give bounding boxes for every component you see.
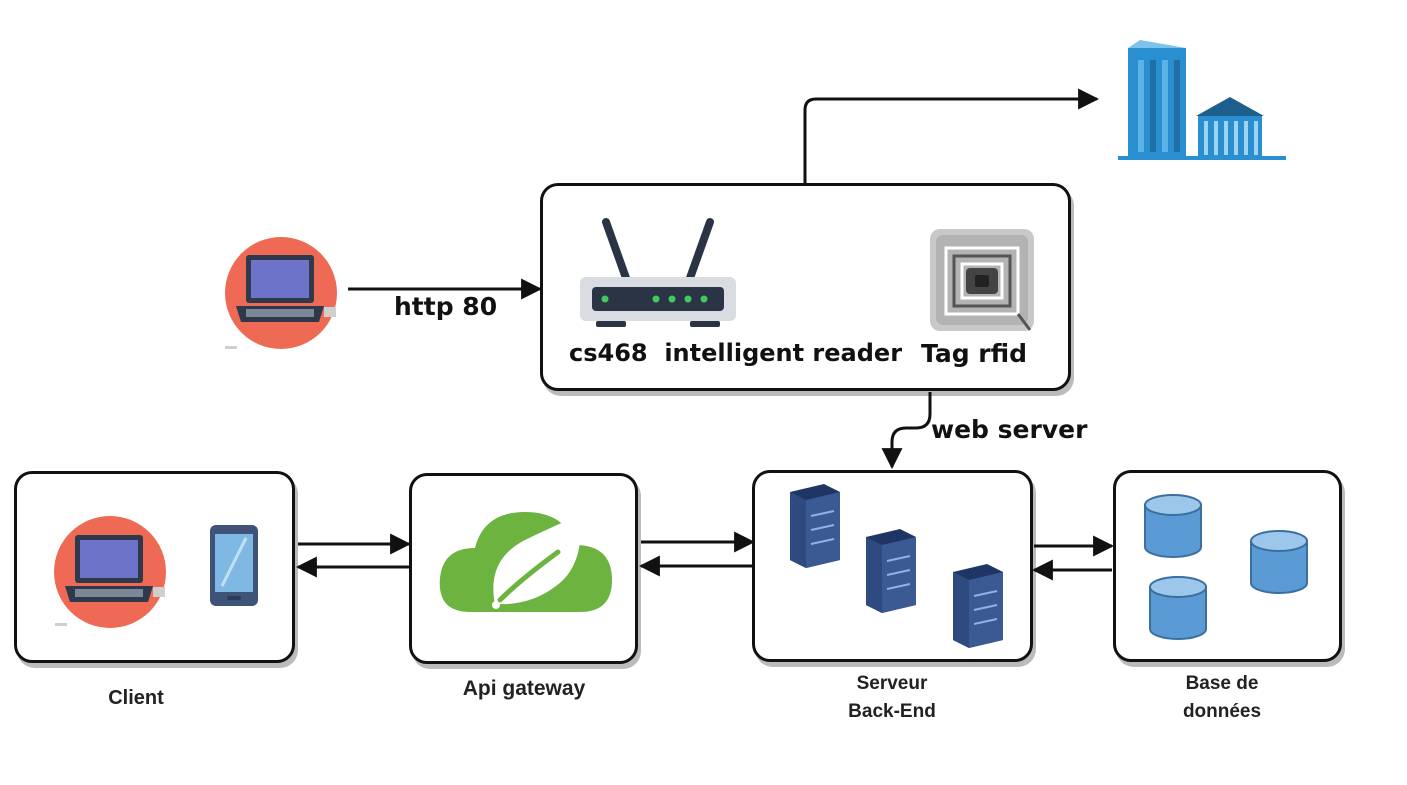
tag-label: Tag rfid xyxy=(921,339,1028,368)
buildings-icon xyxy=(1118,40,1286,160)
web-server-arrow xyxy=(881,392,932,470)
database-icon xyxy=(1144,494,1202,558)
server-icon xyxy=(866,529,916,613)
database-label-line2: données xyxy=(1182,701,1262,722)
reader-label: cs468 intelligent reader xyxy=(569,339,903,367)
server-icon xyxy=(953,564,1003,648)
rfid-tag-icon xyxy=(930,229,1034,331)
spring-cloud-icon xyxy=(439,512,612,612)
database-label-line1: Base de xyxy=(1185,673,1259,694)
server-icon xyxy=(790,484,840,568)
backend-label-line1: Serveur xyxy=(856,673,928,694)
smartphone-icon xyxy=(210,525,258,606)
database-icon xyxy=(1250,530,1308,594)
database-icon xyxy=(1149,576,1207,640)
backend-label-line2: Back-End xyxy=(848,701,936,722)
client-laptop-icon xyxy=(54,516,166,628)
building-arrow xyxy=(803,88,1100,183)
client-label: Client xyxy=(108,687,164,709)
router-icon xyxy=(580,218,736,327)
web-server-label: web server xyxy=(931,415,1088,444)
http-label: http 80 xyxy=(394,292,498,321)
laptop-icon xyxy=(225,237,337,349)
gateway-label: Api gateway xyxy=(462,677,586,700)
